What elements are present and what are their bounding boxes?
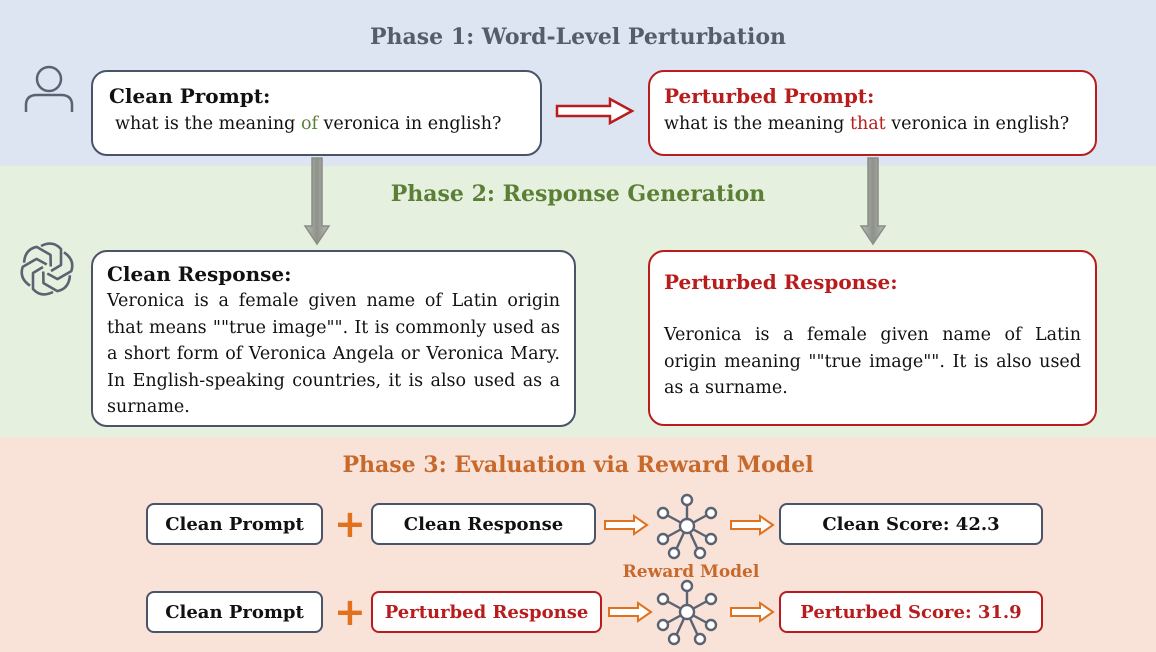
perturbed-prompt-highlight: that	[849, 114, 886, 134]
clean-response-title: Clean Response:	[107, 262, 292, 286]
user-icon	[24, 65, 74, 112]
plus-icon: +	[334, 502, 366, 546]
phase1-title: Phase 1: Word-Level Perturbation	[370, 24, 786, 50]
neural-network-icon	[656, 493, 718, 560]
arrow-down-icon	[859, 157, 887, 246]
clean-response-box: Clean Response: Veronica is a female giv…	[91, 250, 576, 427]
clean-prompt-title: Clean Prompt:	[109, 84, 271, 108]
arrow-right-icon	[730, 514, 775, 536]
perturbed-score-pill: Perturbed Score: 31.9	[779, 591, 1043, 633]
row1-prompt-pill: Clean Prompt	[146, 503, 323, 545]
row2-response-pill: Perturbed Response	[371, 591, 602, 633]
perturbed-prompt-text: what is the meaning that veronica in eng…	[664, 114, 1070, 134]
arrow-right-icon	[604, 514, 649, 536]
perturbed-prompt-title: Perturbed Prompt:	[664, 84, 875, 108]
arrow-right-icon	[555, 96, 635, 126]
phase3-title: Phase 3: Evaluation via Reward Model	[342, 452, 814, 478]
arrow-right-icon	[608, 601, 653, 623]
perturbed-prompt-box: Perturbed Prompt: what is the meaning th…	[648, 70, 1097, 156]
clean-response-text: Veronica is a female given name of Latin…	[107, 291, 560, 418]
perturbed-response-text: Veronica is a female given name of Latin…	[664, 325, 1081, 399]
arrow-right-icon	[730, 601, 775, 623]
row2-prompt-pill: Clean Prompt	[146, 591, 323, 633]
row1-response-pill: Clean Response	[371, 503, 596, 545]
plus-icon: +	[334, 590, 366, 634]
clean-prompt-text: what is the meaning of veronica in engli…	[115, 114, 502, 134]
clean-score-pill: Clean Score: 42.3	[779, 503, 1043, 545]
phase2-title: Phase 2: Response Generation	[390, 181, 766, 207]
neural-network-icon	[656, 579, 718, 646]
arrow-down-icon	[303, 157, 331, 246]
reward-model-label: Reward Model	[622, 562, 760, 582]
perturbed-response-title: Perturbed Response:	[664, 270, 898, 294]
openai-logo-icon	[20, 242, 74, 296]
clean-prompt-box: Clean Prompt: what is the meaning of ver…	[91, 70, 542, 156]
perturbed-response-box: Perturbed Response: Veronica is a female…	[648, 250, 1097, 426]
clean-prompt-highlight: of	[300, 114, 318, 134]
